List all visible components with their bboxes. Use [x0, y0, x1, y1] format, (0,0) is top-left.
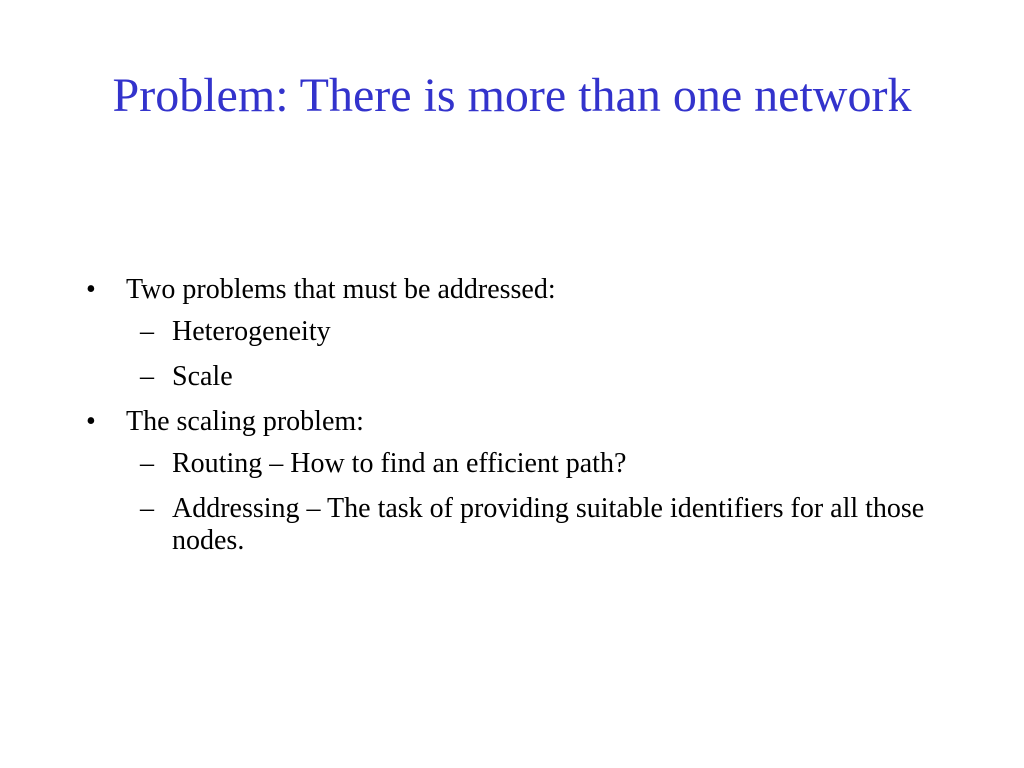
- bullet-item: • The scaling problem: – Routing – How t…: [86, 406, 936, 557]
- sub-item-text: Scale: [172, 361, 233, 392]
- sub-item-text: Heterogeneity: [172, 316, 331, 347]
- sub-item: – Heterogeneity: [126, 316, 936, 348]
- bullet-text: The scaling problem:: [126, 406, 364, 437]
- sub-item: – Scale: [126, 361, 936, 393]
- bullet-list: • Two problems that must be addressed: –…: [86, 270, 936, 570]
- sub-list: – Routing – How to find an efficient pat…: [126, 448, 936, 557]
- bullet-marker: •: [86, 274, 96, 305]
- dash-marker: –: [140, 448, 154, 479]
- dash-marker: –: [140, 493, 154, 524]
- slide-title: Problem: There is more than one network: [112, 69, 912, 122]
- sub-item: – Addressing – The task of providing sui…: [126, 493, 936, 557]
- sub-list: – Heterogeneity – Scale: [126, 316, 936, 393]
- dash-marker: –: [140, 361, 154, 392]
- sub-item: – Routing – How to find an efficient pat…: [126, 448, 936, 480]
- dash-marker: –: [140, 316, 154, 347]
- bullet-text: Two problems that must be addressed:: [126, 274, 556, 305]
- bullet-item: • Two problems that must be addressed: –…: [86, 274, 936, 393]
- bullet-marker: •: [86, 406, 96, 437]
- sub-item-text: Routing – How to find an efficient path?: [172, 448, 627, 479]
- sub-item-text: Addressing – The task of providing suita…: [172, 493, 925, 556]
